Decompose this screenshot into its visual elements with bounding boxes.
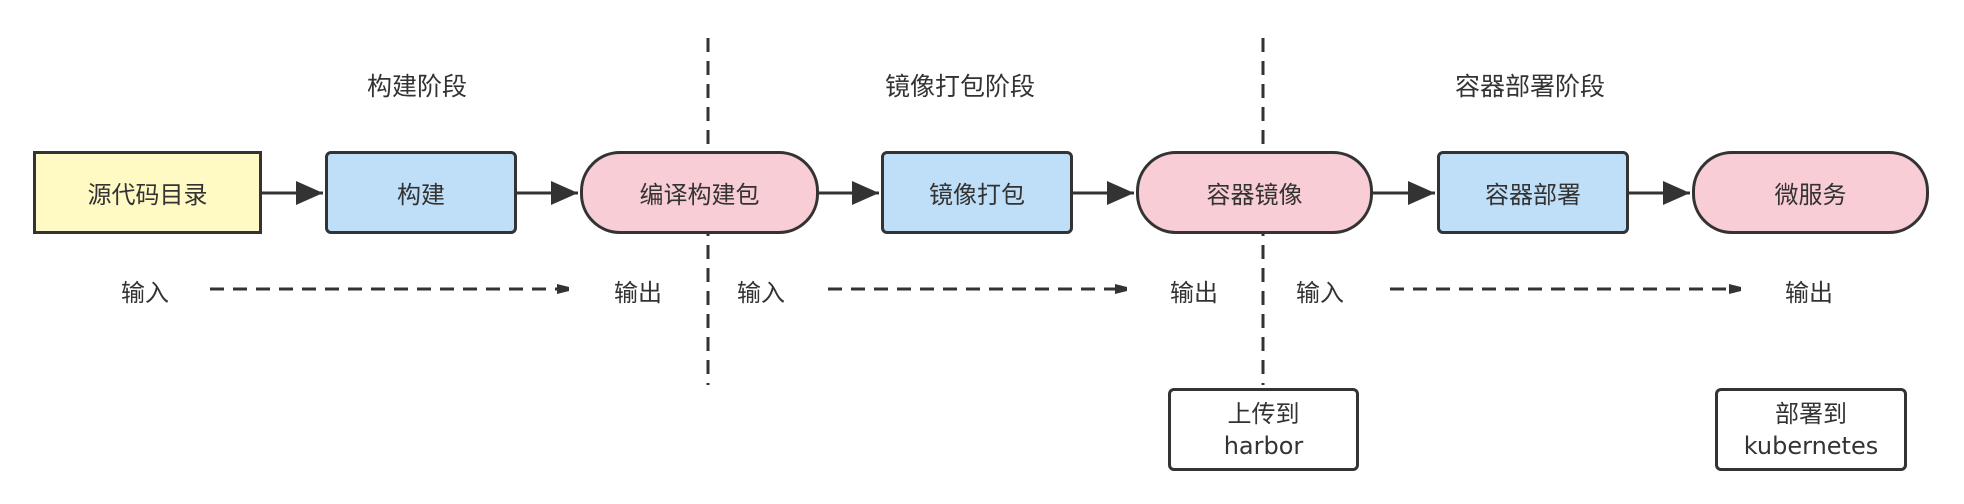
phase-title-image: 镜像打包阶段 bbox=[885, 72, 1036, 101]
note-harbor-line1: 上传到 bbox=[1227, 399, 1300, 428]
output-label-1: 输出 bbox=[614, 279, 662, 307]
output-label-3: 输出 bbox=[1785, 279, 1833, 307]
input-label-1: 输入 bbox=[121, 279, 169, 307]
phase-title-build: 构建阶段 bbox=[367, 72, 468, 101]
node-source-label: 源代码目录 bbox=[87, 181, 208, 209]
node-build: 构建 bbox=[325, 151, 517, 234]
node-build-label: 构建 bbox=[397, 181, 445, 209]
node-source-directory: 源代码目录 bbox=[33, 151, 262, 234]
note-harbor-line2: harbor bbox=[1223, 431, 1304, 460]
node-container-deploy: 容器部署 bbox=[1437, 151, 1629, 234]
node-microservice-label: 微服务 bbox=[1774, 181, 1847, 209]
note-upload-harbor: 上传到 harbor bbox=[1168, 388, 1359, 471]
phase-title-deploy: 容器部署阶段 bbox=[1455, 72, 1606, 101]
node-image-pack-label: 镜像打包 bbox=[929, 181, 1025, 209]
node-container-image: 容器镜像 bbox=[1136, 151, 1373, 234]
node-microservice: 微服务 bbox=[1692, 151, 1929, 234]
output-label-2: 输出 bbox=[1170, 279, 1218, 307]
note-deploy-kubernetes: 部署到 kubernetes bbox=[1715, 388, 1907, 471]
input-label-2: 输入 bbox=[737, 279, 785, 307]
node-container-deploy-label: 容器部署 bbox=[1485, 181, 1581, 209]
node-image-pack: 镜像打包 bbox=[881, 151, 1073, 234]
node-compile-package-label: 编译构建包 bbox=[639, 181, 760, 209]
input-label-3: 输入 bbox=[1296, 279, 1344, 307]
note-k8s-line1: 部署到 bbox=[1775, 399, 1847, 428]
note-k8s-line2: kubernetes bbox=[1743, 431, 1879, 460]
node-container-image-label: 容器镜像 bbox=[1206, 181, 1303, 209]
node-compile-package: 编译构建包 bbox=[580, 151, 819, 234]
